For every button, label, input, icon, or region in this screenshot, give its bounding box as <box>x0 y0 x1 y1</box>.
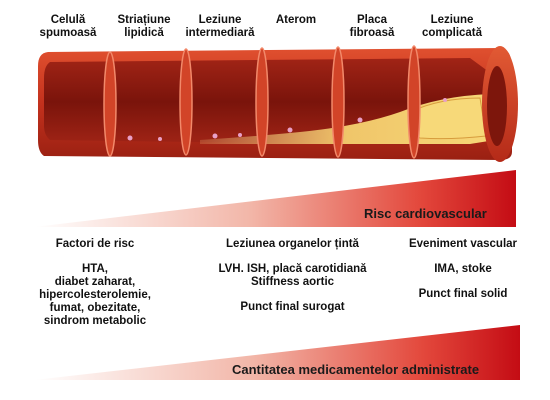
stage-label-line: spumoasă <box>39 27 97 39</box>
medication-wedge <box>34 325 520 380</box>
artery-illustration <box>38 45 518 162</box>
segment-divider <box>179 48 193 156</box>
stage-label-line: fibroasă <box>349 27 395 39</box>
stage-label-line: intermediară <box>185 27 255 39</box>
column-target-organ-damage: Leziunea organelor țintă LVH. ISH, placă… <box>200 238 385 314</box>
column-line: fumat, obezitate, <box>49 302 141 314</box>
stage-label-line: lipidică <box>124 27 164 39</box>
foam-cells <box>127 98 447 141</box>
stage-label-3: Leziune intermediară <box>174 14 266 40</box>
artery-open-end-lumen <box>487 66 507 146</box>
column-line: IMA, stoke <box>434 263 492 275</box>
column-line: sindrom metabolic <box>43 315 147 327</box>
column-heading: Leziunea organelor țintă <box>226 238 359 250</box>
column-heading: Factori de risc <box>55 238 135 250</box>
stage-label-2: Striațiune lipidică <box>98 14 190 40</box>
column-heading: Eveniment vascular <box>408 238 518 250</box>
stage-label-line: Leziune <box>430 14 474 26</box>
segment-dividers <box>103 45 421 159</box>
foam-cell <box>287 127 293 133</box>
column-line: Punct final surogat <box>240 301 345 313</box>
column-line: Punct final solid <box>418 288 508 300</box>
column-risk-factors: Factori de risc HTA, diabet zaharat, hip… <box>20 238 170 328</box>
segment-divider <box>255 47 269 157</box>
foam-cell <box>127 135 133 141</box>
stage-label-line: Celulă <box>50 14 86 26</box>
segment-divider <box>331 46 345 158</box>
segment-divider <box>407 45 421 159</box>
stage-label-6: Leziune complicată <box>406 14 498 40</box>
wedge-graphics <box>34 170 520 380</box>
column-vascular-event: Eveniment vascular IMA, stoke Punct fina… <box>388 238 538 301</box>
stage-label-5: Placa fibroasă <box>326 14 418 40</box>
risk-wedge-label: Risc cardiovascular <box>364 206 487 221</box>
medication-wedge-label: Cantitatea medicamentelor administrate <box>232 362 480 377</box>
foam-cell <box>357 117 363 123</box>
risk-wedge <box>34 170 516 227</box>
stage-label-1: Celulă spumoasă <box>22 14 114 40</box>
stage-label-line: Placa <box>356 14 388 26</box>
column-line: HTA, <box>82 263 108 275</box>
foam-cell <box>443 98 447 102</box>
segment-divider <box>103 51 117 157</box>
stage-label-line: Striațiune <box>117 14 171 26</box>
stage-label-line: Aterom <box>275 14 317 26</box>
stage-label-line: complicată <box>421 27 483 39</box>
stage-label-line: Leziune <box>198 14 242 26</box>
column-line: LVH. ISH, placă carotidiană <box>218 263 367 275</box>
foam-cell <box>158 137 162 141</box>
column-line: Stiffness aortic <box>250 276 335 288</box>
foam-cell <box>238 133 242 137</box>
stage-label-4: Aterom <box>250 14 342 27</box>
foam-cell <box>212 133 218 139</box>
column-line: hipercolesterolemie, <box>39 289 151 301</box>
column-line: diabet zaharat, <box>54 276 136 288</box>
